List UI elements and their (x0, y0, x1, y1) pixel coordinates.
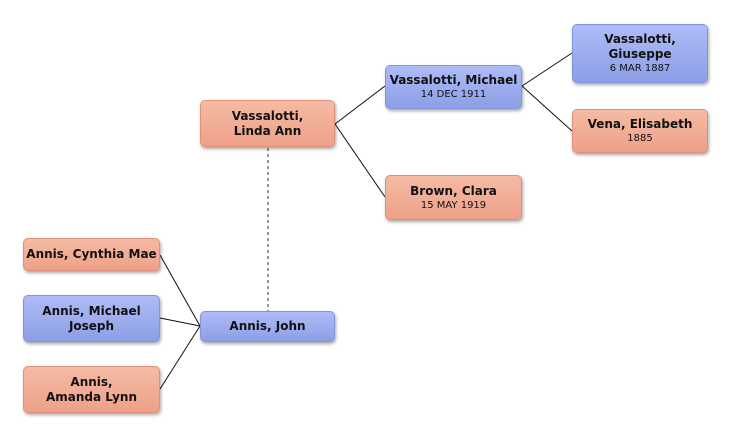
link-cynthia-john (159, 254, 201, 327)
person-date: 14 DEC 1911 (420, 89, 487, 100)
person-name: Brown, Clara (410, 183, 497, 198)
person-name: Annis, Cynthia Mae (26, 247, 157, 261)
link-linda-clara (334, 123, 386, 198)
person-name: Vassalotti, Giuseppe (604, 32, 676, 61)
person-annis-john[interactable]: Annis, John (200, 311, 335, 342)
link-amanda-john (159, 325, 201, 390)
link-michael-elisabeth (521, 85, 573, 132)
person-name: Annis, John (229, 319, 306, 333)
person-date: 1885 (627, 133, 653, 144)
person-vassalotti-linda-ann[interactable]: Vassalotti, Linda Ann (200, 100, 335, 147)
link-linda-michael (334, 85, 386, 125)
person-vassalotti-giuseppe[interactable]: Vassalotti, Giuseppe 6 MAR 1887 (572, 24, 708, 83)
person-annis-cynthia-mae[interactable]: Annis, Cynthia Mae (23, 238, 160, 271)
person-name: Annis, Amanda Lynn (45, 374, 138, 404)
person-vassalotti-michael[interactable]: Vassalotti, Michael 14 DEC 1911 (385, 65, 522, 109)
person-name: Annis, Michael Joseph (42, 303, 141, 333)
person-date: 6 MAR 1887 (609, 63, 671, 74)
person-name: Vena, Elisabeth (587, 117, 693, 131)
person-name: Vassalotti, Linda Ann (231, 108, 304, 138)
link-michael-giuseppe (521, 52, 573, 87)
person-date: 15 MAY 1919 (420, 199, 487, 211)
person-vena-elisabeth[interactable]: Vena, Elisabeth 1885 (572, 109, 708, 153)
person-annis-amanda-lynn[interactable]: Annis, Amanda Lynn (23, 366, 160, 413)
person-name: Vassalotti, Michael (389, 73, 518, 87)
person-brown-clara[interactable]: Brown, Clara 15 MAY 1919 (385, 175, 522, 220)
link-michaelj-john (159, 317, 201, 327)
person-annis-michael-joseph[interactable]: Annis, Michael Joseph (23, 295, 160, 342)
